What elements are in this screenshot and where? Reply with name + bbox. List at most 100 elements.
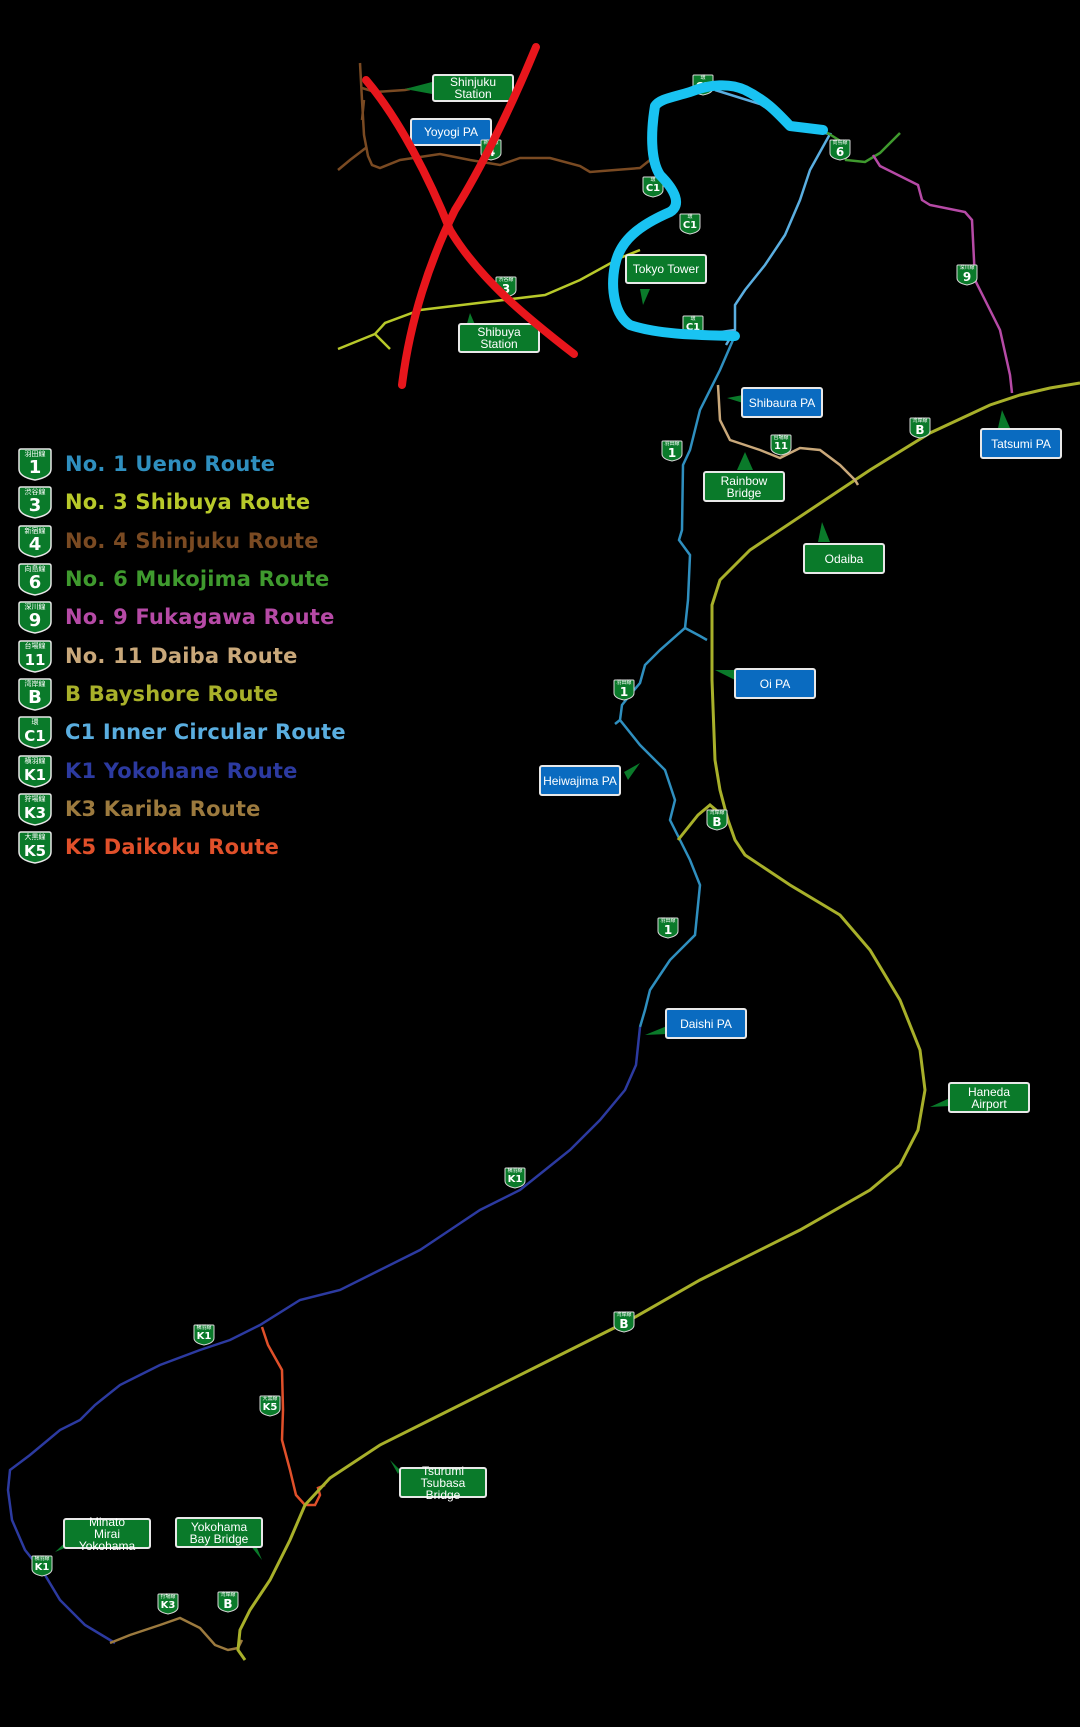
marker-number: 1 bbox=[667, 446, 677, 460]
marker-kanji: 横羽線 bbox=[507, 1168, 523, 1174]
shield-number: 6 bbox=[28, 572, 42, 594]
legend-label: C1 Inner Circular Route bbox=[65, 720, 346, 745]
shield-kanji: 新宿線 bbox=[24, 526, 46, 535]
shield-kanji: 台場線 bbox=[24, 641, 46, 650]
marker-number: B bbox=[712, 815, 722, 829]
shield-number: 3 bbox=[28, 495, 42, 517]
sign-shibaura-pa: Shibaura PA bbox=[741, 387, 823, 418]
sign-yokohama-bay-bridge: Yokohama Bay Bridge bbox=[175, 1517, 263, 1548]
shield-kanji: 渋谷線 bbox=[24, 488, 46, 497]
marker-number: 6 bbox=[835, 145, 845, 159]
legend-label: K5 Daikoku Route bbox=[65, 835, 280, 860]
marker-kanji: 横羽線 bbox=[34, 1556, 50, 1562]
shield-number: 4 bbox=[28, 533, 42, 555]
marker-number: C1 bbox=[682, 220, 698, 231]
marker-kanji: 湾岸線 bbox=[912, 418, 928, 424]
marker-kanji: 大黒線 bbox=[262, 1396, 278, 1402]
shield-kanji: 深川線 bbox=[24, 603, 46, 612]
shield-number: 1 bbox=[28, 457, 42, 479]
sign-tokyo-tower: Tokyo Tower bbox=[625, 254, 707, 284]
marker-kanji: 羽田線 bbox=[660, 918, 676, 924]
shield-kanji: 向島線 bbox=[24, 565, 46, 574]
shield-kanji: 狩場線 bbox=[24, 794, 46, 803]
marker-number: 1 bbox=[663, 923, 673, 937]
marker-number: K1 bbox=[34, 1562, 50, 1573]
marker-kanji: 湾岸線 bbox=[616, 1312, 632, 1318]
sign-minato-mirai: Minato Mirai Yokohama bbox=[63, 1516, 151, 1552]
legend-label: No. 1 Ueno Route bbox=[65, 452, 276, 477]
sign-daishi-pa: Daishi PA bbox=[665, 1008, 747, 1039]
shield-number: 9 bbox=[28, 610, 42, 632]
sign-haneda-airport: Haneda Airport bbox=[948, 1082, 1030, 1113]
marker-number: B bbox=[915, 423, 925, 437]
marker-kanji: 羽田線 bbox=[616, 680, 632, 686]
shield-kanji: 湾岸線 bbox=[24, 679, 46, 688]
marker-number: 4 bbox=[486, 145, 496, 159]
shield-kanji: 羽田線 bbox=[24, 450, 46, 459]
marker-number: B bbox=[619, 1317, 629, 1331]
shield-number: B bbox=[28, 686, 42, 708]
marker-number: 3 bbox=[501, 282, 511, 296]
marker-kanji: 羽田線 bbox=[664, 441, 680, 447]
marker-number: 1 bbox=[619, 685, 629, 699]
shield-number: K1 bbox=[23, 765, 47, 784]
sign-oi-pa: Oi PA bbox=[734, 668, 816, 699]
route-c1-inner-circular bbox=[610, 88, 832, 346]
legend-label: K1 Yokohane Route bbox=[65, 758, 298, 783]
marker-number: K1 bbox=[196, 1331, 212, 1342]
marker-number: B bbox=[223, 1597, 233, 1611]
legend-label: No. 9 Fukagawa Route bbox=[65, 605, 335, 630]
shield-number: C1 bbox=[24, 727, 46, 746]
marker-number: C1 bbox=[695, 81, 711, 92]
legend-label: No. 4 Shinjuku Route bbox=[65, 528, 319, 553]
sign-rainbow-bridge: Rainbow Bridge bbox=[703, 471, 785, 502]
route-1-ueno bbox=[614, 339, 735, 1028]
marker-kanji: 湾岸線 bbox=[709, 810, 725, 816]
shield-number: K5 bbox=[23, 842, 47, 861]
route-k5-daikoku bbox=[260, 1326, 326, 1507]
marker-kanji: 狩場線 bbox=[160, 1594, 176, 1600]
marker-kanji: 環 bbox=[700, 75, 706, 81]
legend-label: No. 6 Mukojima Route bbox=[65, 567, 330, 592]
route-b-bayshore bbox=[236, 381, 1080, 1661]
sign-tatsumi-pa: Tatsumi PA bbox=[980, 428, 1062, 459]
marker-kanji: 深川線 bbox=[959, 265, 975, 271]
legend-label: No. 11 Daiba Route bbox=[65, 643, 298, 668]
marker-number: 11 bbox=[774, 441, 788, 452]
sign-tsurumi-tsubasa-bridge: Tsurumi Tsubasa Bridge bbox=[399, 1465, 487, 1501]
route-9-fukagawa bbox=[871, 154, 1014, 394]
